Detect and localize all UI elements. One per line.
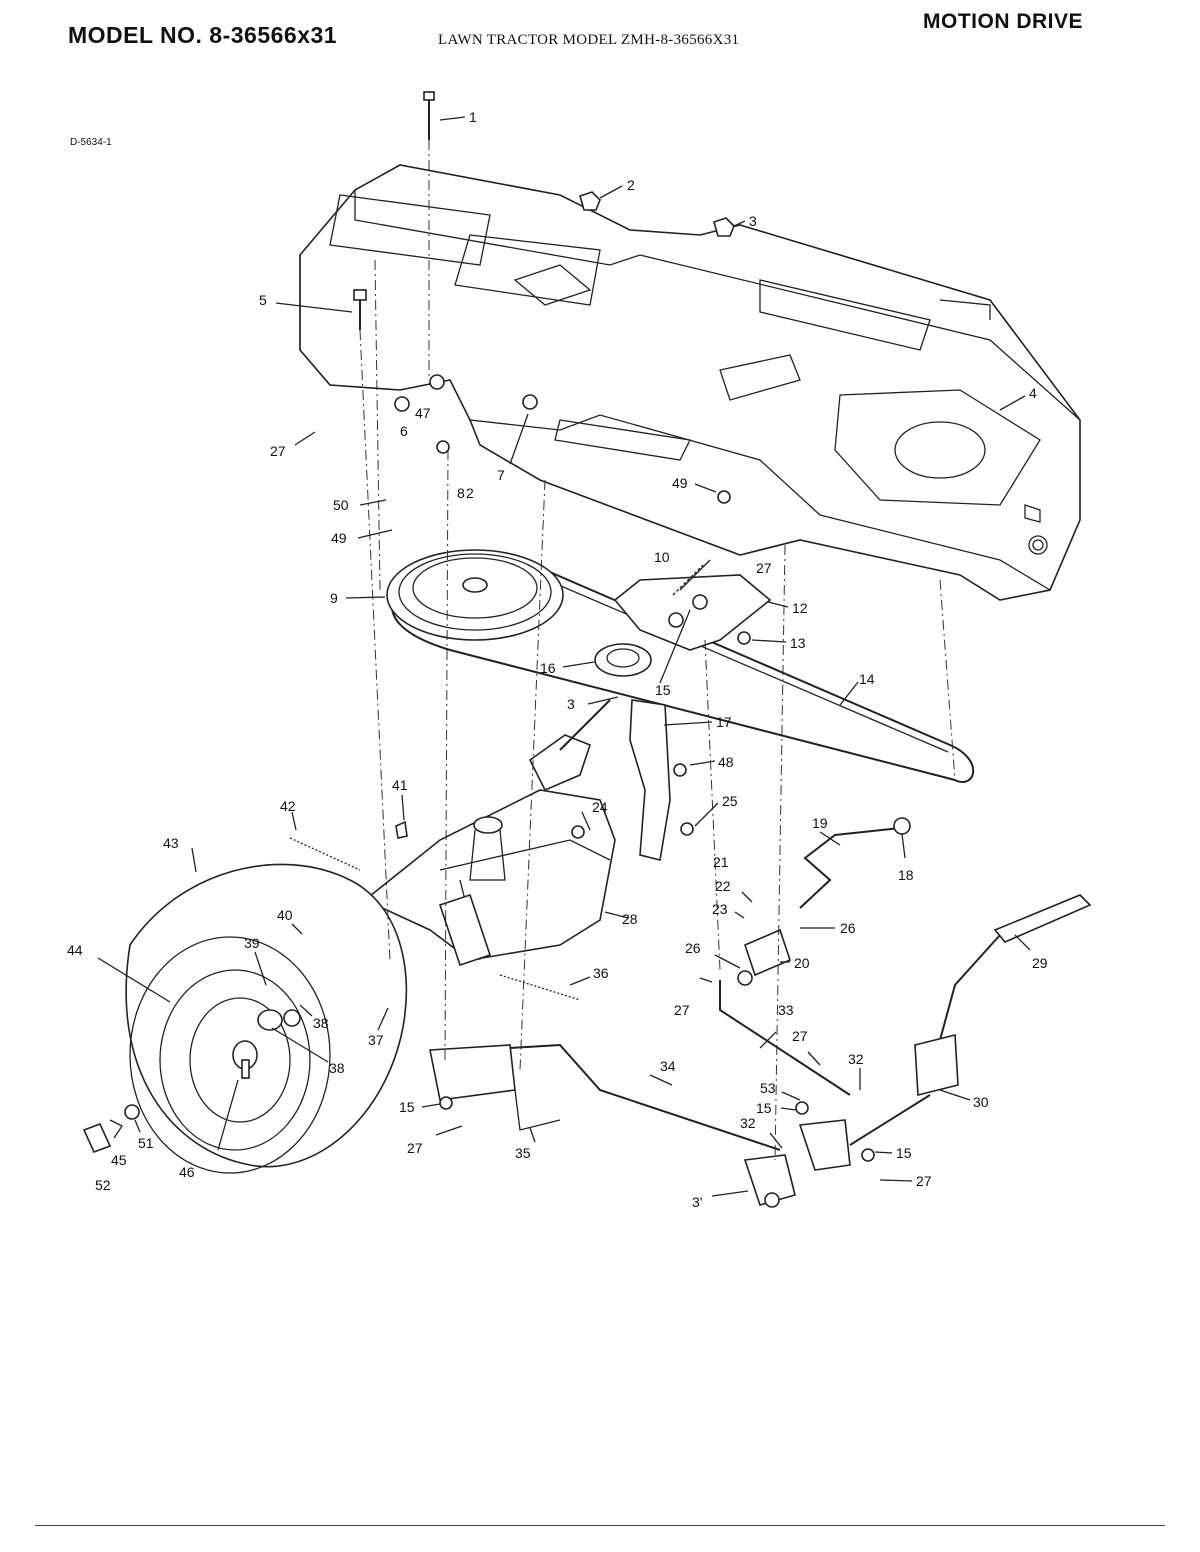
- callout-label: 35: [515, 1145, 531, 1161]
- rear-wheel: [82, 863, 408, 1174]
- callout-label: 17: [716, 714, 732, 730]
- brake-pedal: [849, 894, 1092, 1146]
- callout-labels: 1 2 3 4 5 47 6 27 2 7 49 50 49 8 9 10 27…: [67, 109, 1048, 1210]
- callout-label: 32: [848, 1051, 864, 1067]
- callout-label: 23: [712, 901, 728, 917]
- callout-label: 15: [399, 1099, 415, 1115]
- drawing-number: D-5634-1: [70, 137, 112, 148]
- callout-label: 30: [973, 1094, 989, 1110]
- callout-label: 49: [331, 530, 347, 546]
- callout-label: 25: [722, 793, 738, 809]
- callout-label: 7: [497, 467, 505, 483]
- idler-assembly: [594, 559, 772, 677]
- callout-label: 20: [794, 955, 810, 971]
- callout-label: 49: [672, 475, 688, 491]
- callout-label: 16: [540, 660, 556, 676]
- callout-label: 38: [329, 1060, 345, 1076]
- engine-pulley: [386, 549, 564, 641]
- callout-label: 3': [692, 1194, 702, 1210]
- callout-label: 5: [259, 292, 267, 308]
- footer-rule: [35, 1525, 1165, 1526]
- callout-label: 38: [313, 1015, 329, 1031]
- callout-label: 13: [790, 635, 806, 651]
- callout-label: 3: [749, 213, 757, 229]
- callout-label: 36: [593, 965, 609, 981]
- alignment-lines: [359, 140, 956, 1161]
- callout-label: 46: [179, 1164, 195, 1180]
- callout-label: 44: [67, 942, 83, 958]
- callout-label: 52: [95, 1177, 111, 1193]
- callout-label: 48: [718, 754, 734, 770]
- callout-label: 33: [778, 1002, 794, 1018]
- callout-label: 6: [400, 423, 408, 439]
- callout-label: 1: [469, 109, 477, 125]
- transaxle: [363, 699, 616, 967]
- callout-label: 27: [756, 560, 772, 576]
- shift-lever: [799, 817, 911, 909]
- callout-label: 47: [415, 405, 431, 421]
- callout-label: 21: [713, 854, 729, 870]
- callout-label: 26: [840, 920, 856, 936]
- callout-label: 2: [466, 485, 474, 501]
- callout-label: 28: [622, 911, 638, 927]
- callout-label: 19: [812, 815, 828, 831]
- callout-label: 27: [674, 1002, 690, 1018]
- diagram-subtitle: LAWN TRACTOR MODEL ZMH-8-36566X31: [438, 32, 740, 48]
- callout-label: 39: [244, 935, 260, 951]
- callout-label: 29: [1032, 955, 1048, 971]
- callout-label: 27: [792, 1028, 808, 1044]
- callout-label: 43: [163, 835, 179, 851]
- tractor-frame: [299, 164, 1081, 601]
- section-title: MOTION DRIVE: [923, 10, 1084, 33]
- callout-label: 53: [760, 1080, 776, 1096]
- callout-label: 8: [457, 485, 465, 501]
- callout-label: 10: [654, 549, 670, 565]
- callout-label: 32: [740, 1115, 756, 1131]
- callout-label: 50: [333, 497, 349, 513]
- callout-label: 41: [392, 777, 408, 793]
- callout-label: 42: [280, 798, 296, 814]
- callout-label: 18: [898, 867, 914, 883]
- callout-label: 12: [792, 600, 808, 616]
- callout-label: 3: [567, 696, 575, 712]
- callout-label: 37: [368, 1032, 384, 1048]
- callout-label: 45: [111, 1152, 127, 1168]
- model-number: MODEL NO. 8-36566x31: [68, 22, 338, 48]
- callout-label: 27: [916, 1173, 932, 1189]
- callout-label: 26: [685, 940, 701, 956]
- callout-label: 9: [330, 590, 338, 606]
- linkage-rods: [429, 928, 875, 1208]
- callout-label: 27: [407, 1140, 423, 1156]
- callout-label: 15: [655, 682, 671, 698]
- frame-fasteners: [353, 91, 735, 504]
- callout-label: 15: [896, 1145, 912, 1161]
- callout-label: 22: [715, 878, 731, 894]
- callout-label: 40: [277, 907, 293, 923]
- callout-label: 4: [1029, 385, 1037, 401]
- callout-label: 15: [756, 1100, 772, 1116]
- callout-label: 51: [138, 1135, 154, 1151]
- transmission-bracket: [629, 699, 694, 861]
- callout-label: 34: [660, 1058, 676, 1074]
- callout-label: 2: [627, 177, 635, 193]
- callout-label: 27: [270, 443, 286, 459]
- callout-label: 24: [592, 799, 608, 815]
- callout-label: 14: [859, 671, 875, 687]
